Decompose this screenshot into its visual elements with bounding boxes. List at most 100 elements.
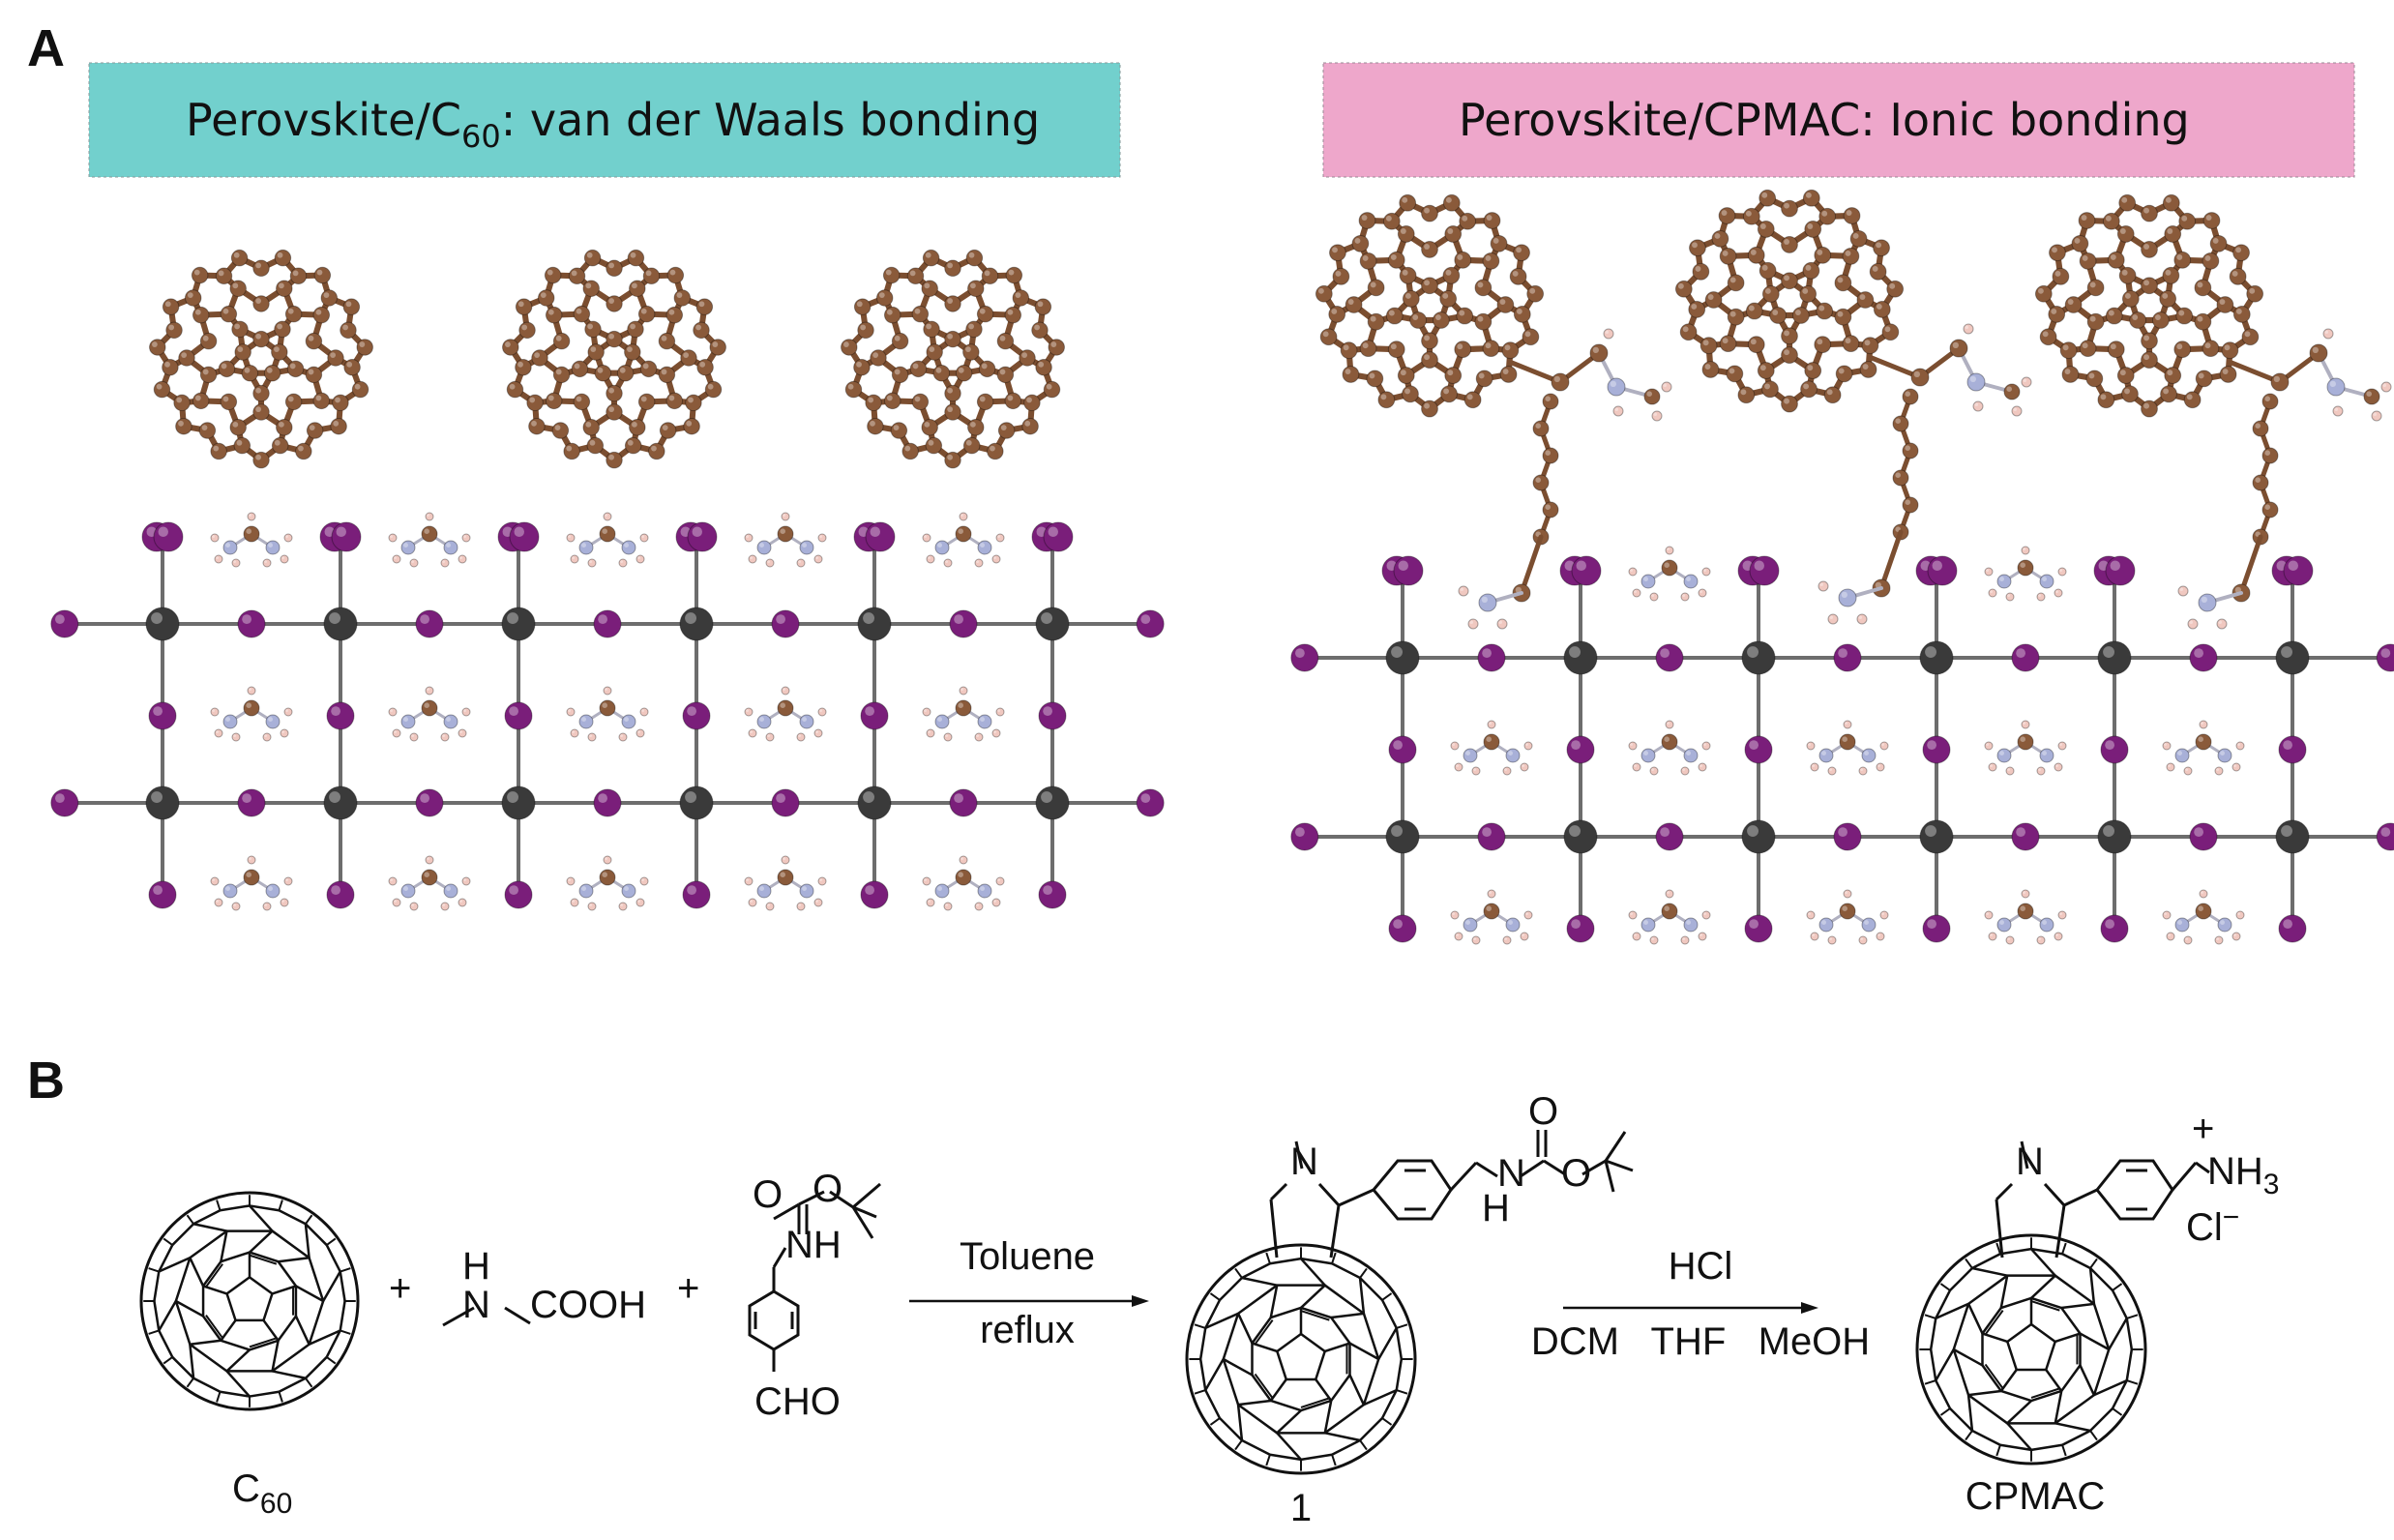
carbon-atom (666, 266, 685, 284)
carbon-atom-highlight (928, 439, 934, 446)
hydrogen-atom (991, 728, 1001, 738)
nitrogen-atom (1683, 574, 1699, 589)
carbon-atom (955, 869, 972, 886)
carbon-atom-highlight (947, 387, 953, 394)
hydrogen-atom-highlight (1986, 743, 1990, 746)
nitrogen-atom (1607, 377, 1626, 397)
carbon-atom (1397, 225, 1415, 243)
nitrogen-atom-highlight (1686, 577, 1692, 581)
carbon-atom (853, 298, 872, 315)
hydrogen-atom (2322, 328, 2334, 340)
hydrogen-atom-highlight (572, 730, 575, 733)
cage-double-bond (205, 1263, 223, 1288)
carbon-atom-highlight (585, 421, 592, 428)
carbon-atom-highlight (661, 369, 667, 375)
hydrogen-atom-highlight (1703, 743, 1706, 746)
cage-edge (1241, 1276, 1278, 1287)
carbon-atom (284, 305, 303, 323)
hydrogen-atom (796, 558, 806, 568)
cage-edge (249, 1229, 274, 1254)
carbon-atom (583, 249, 602, 267)
carbon-atom (1949, 339, 1968, 358)
carbon-atom (518, 321, 536, 340)
carbon-atom-highlight (968, 252, 975, 258)
carbon-atom-highlight (984, 270, 990, 277)
carbon-atom (582, 419, 600, 436)
carbon-atom (1699, 337, 1718, 355)
hydrogen-atom (1523, 741, 1533, 751)
iodine-atom (2100, 914, 2129, 943)
carbon-atom (978, 360, 996, 378)
iodine-atom (771, 788, 800, 817)
carbon-atom (1674, 280, 1693, 298)
carbon-atom-highlight (780, 528, 785, 534)
hydrogen-atom-highlight (1651, 937, 1654, 940)
carbon-atom-highlight (1354, 237, 1361, 244)
hydrogen-atom (1984, 910, 1994, 920)
carbon-atom (313, 266, 332, 284)
carbon-atom (606, 384, 623, 402)
hydrogen-atom-highlight (945, 903, 948, 906)
carbon-atom-highlight (1380, 394, 1387, 400)
carbon-atom-highlight (1761, 192, 1768, 198)
cage-edge (220, 1230, 228, 1262)
nitrogen-atom-highlight (937, 717, 942, 722)
hydrogen-atom (1879, 910, 1889, 920)
hydrogen-atom-highlight (2201, 891, 2204, 894)
carbon-atom-highlight (2082, 342, 2088, 349)
carbon-atom (629, 419, 646, 436)
carbon-atom (1849, 229, 1868, 248)
hydrogen-atom (1858, 766, 1868, 776)
cage-edge (2061, 1444, 2067, 1457)
carbon-atom-highlight (1050, 341, 1057, 347)
nitrogen-atom-highlight (2220, 920, 2225, 925)
hydrogen-atom-highlight (1819, 582, 1823, 586)
hydrogen-atom-highlight (212, 709, 216, 712)
carbon-atom (351, 380, 369, 399)
lead-atom (1563, 819, 1598, 854)
nitrogen-atom (400, 540, 416, 555)
carbon-atom-highlight (2366, 391, 2372, 398)
carbon-atom (2173, 341, 2192, 359)
carbon-atom (343, 358, 361, 376)
left-c60-molecules (149, 249, 1065, 469)
carbon-atom (926, 343, 943, 361)
hydrogen-atom-highlight (641, 878, 644, 881)
iodine-atom-highlight (1295, 827, 1305, 837)
hydrogen-atom (247, 686, 256, 696)
carbon-atom-highlight (868, 397, 874, 403)
hydrogen-atom-highlight (2168, 933, 2172, 936)
carbon-atom (997, 422, 1016, 439)
carbon-atom-highlight (255, 387, 261, 394)
carbon-atom (1661, 559, 1678, 577)
cage-edge (295, 1285, 324, 1303)
carbon-atom (2164, 367, 2182, 384)
carbon-atom (276, 419, 293, 436)
hydrogen-atom-highlight (568, 535, 571, 538)
nitrogen-atom-highlight (403, 543, 408, 548)
cage-edge (216, 1391, 222, 1403)
lead-atom (679, 785, 714, 820)
hydrogen-atom (461, 707, 471, 717)
lead-atom (323, 785, 358, 820)
hydrogen-atom (587, 732, 597, 742)
carbon-atom-highlight (1837, 311, 1844, 317)
nitrogen-atom (756, 883, 772, 899)
hydrogen-atom-highlight (819, 709, 822, 712)
cage-edge (1236, 1313, 1254, 1345)
cage-edge (1348, 1374, 1366, 1406)
iodine-atom (2278, 914, 2307, 943)
hydrogen-atom-highlight (572, 556, 575, 559)
cage-edge (1924, 1314, 1936, 1319)
carbon-atom (1366, 370, 1384, 388)
carbon-atom-highlight (894, 335, 901, 341)
carbon-atom (165, 321, 183, 340)
carbon-atom (2195, 370, 2213, 388)
carbon-atom-highlight (277, 252, 283, 258)
compound-1-carbamate-n: N (1497, 1152, 1525, 1195)
carbon-atom-highlight (885, 269, 892, 276)
hydrogen-atom (922, 707, 931, 717)
iodine-atom (50, 609, 79, 638)
carbon-atom-highlight (2198, 905, 2203, 911)
carbon-atom (340, 321, 357, 340)
